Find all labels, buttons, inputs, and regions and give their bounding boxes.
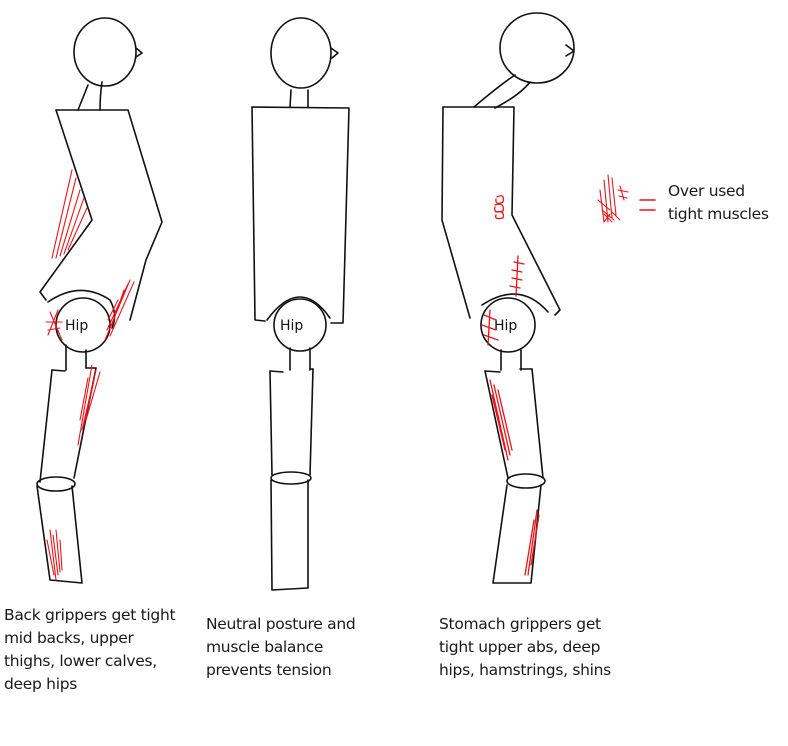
caption-stomach-gripper: Stomach grippers get tight upper abs, de…	[439, 615, 611, 679]
hip-label: Hip	[65, 318, 88, 334]
tension-marks	[45, 169, 135, 581]
legend-equals-icon	[639, 199, 656, 211]
back-gripper-figure: Hip	[36, 17, 163, 584]
tension-marks	[481, 195, 540, 576]
hip-label: Hip	[280, 318, 303, 334]
hip-label: Hip	[494, 318, 517, 334]
caption-neutral: Neutral posture and muscle balance preve…	[206, 615, 356, 679]
legend-swatch	[597, 174, 629, 223]
neutral-figure: Hip	[251, 17, 350, 591]
stomach-gripper-figure: Hip	[441, 12, 575, 584]
caption-back-gripper: Back grippers get tight mid backs, upper…	[4, 606, 176, 693]
legend-label: Over used tight muscles	[668, 182, 769, 223]
